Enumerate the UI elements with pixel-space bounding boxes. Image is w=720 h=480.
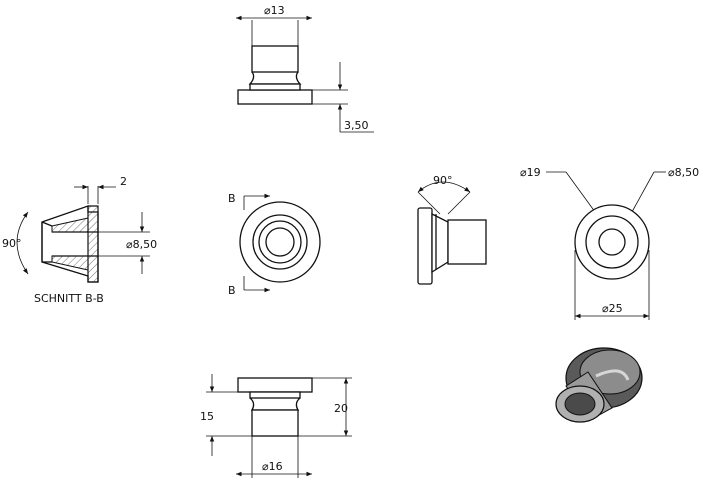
isometric-view: [555, 347, 643, 423]
section-angle-label: 90°: [2, 237, 22, 250]
section-title: SCHNITT B-B: [34, 292, 104, 305]
side-angle-label: 90°: [433, 174, 453, 187]
section-view: 2 90° ⌀8,50 SCHNITT B-B: [2, 175, 157, 305]
section-marker-top: B: [228, 192, 236, 205]
bottom-view: 15 20 ⌀16: [200, 374, 352, 478]
right-inner-diameter-label: ⌀19: [520, 166, 541, 179]
top-flange: [237, 89, 313, 105]
right-front-view: ⌀19 ⌀8,50 ⌀25: [520, 166, 699, 320]
bottom-diameter-label: ⌀16: [262, 460, 283, 473]
side-flange: [417, 207, 433, 285]
front-outer-circle: [239, 201, 321, 283]
top-view: ⌀13 3,50: [236, 4, 374, 133]
bottom-flange: [237, 377, 313, 393]
bottom-height-20-label: 20: [334, 402, 348, 415]
top-diameter-label: ⌀13: [264, 4, 285, 17]
side-view: 90°: [417, 174, 487, 285]
right-outer-diameter-label: ⌀25: [602, 302, 623, 315]
bottom-height-15-label: 15: [200, 410, 214, 423]
front-view: B B: [228, 192, 321, 297]
section-thickness-label: 2: [120, 175, 127, 188]
section-bore-label: ⌀8,50: [126, 238, 157, 251]
right-bore-label: ⌀8,50: [668, 166, 699, 179]
top-flange-thickness-label: 3,50: [344, 119, 369, 132]
section-marker-bottom: B: [228, 284, 236, 297]
